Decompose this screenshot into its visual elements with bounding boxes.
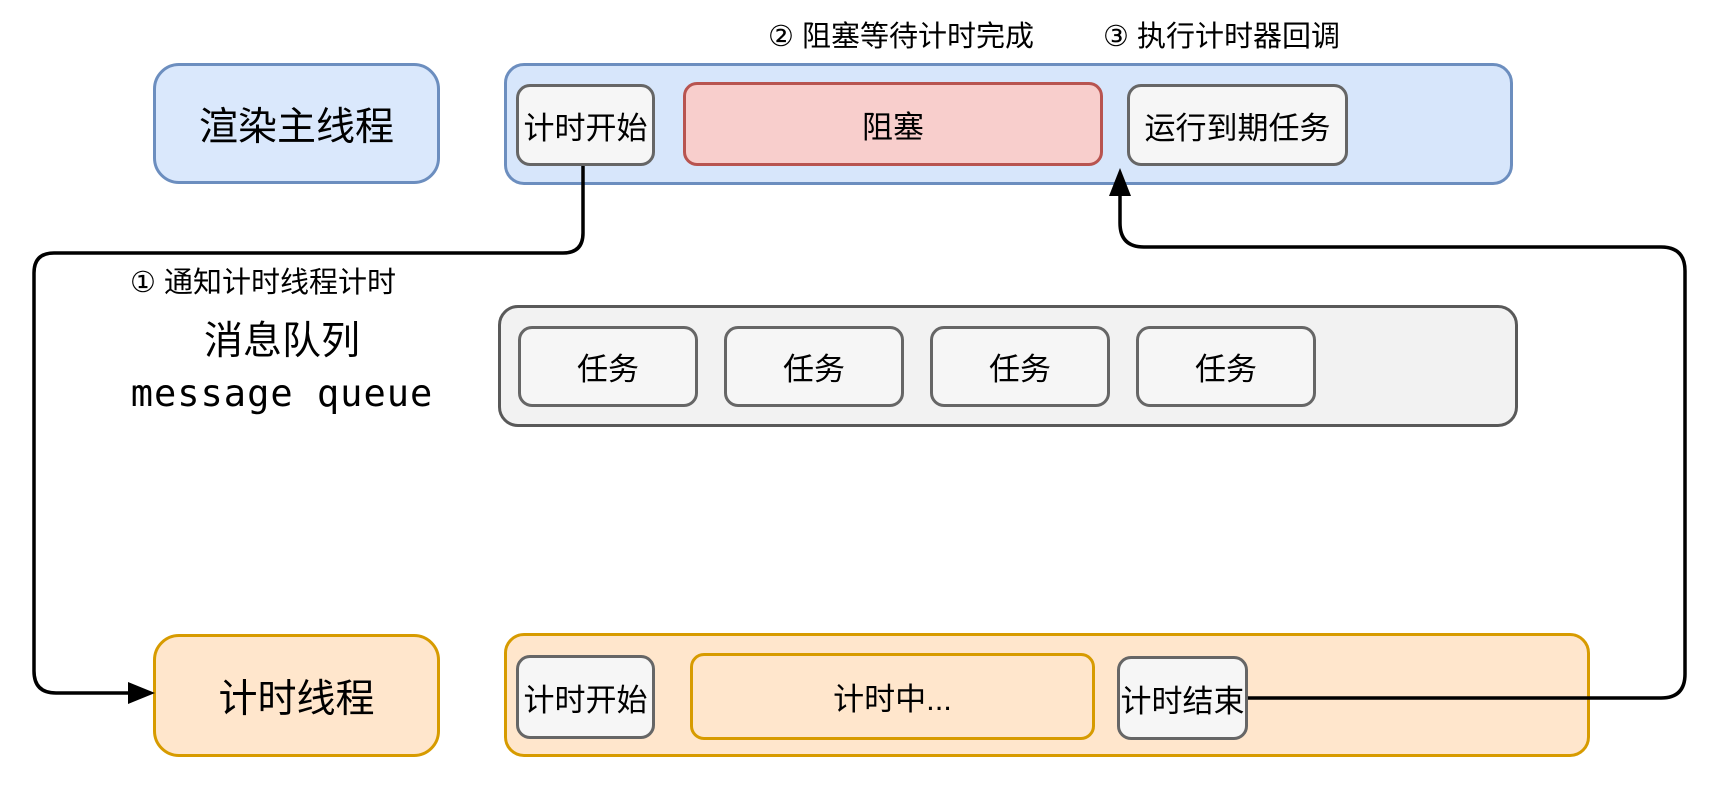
timer-end-chip: 计时结束	[1117, 656, 1248, 740]
task-chip: 任务	[930, 326, 1110, 407]
arrow-notify-timer-thread	[32, 166, 585, 695]
blocked-chip: 阻塞	[683, 82, 1103, 166]
timing-in-progress-chip: 计时中...	[690, 653, 1095, 740]
run-expired-tasks-chip: 运行到期任务	[1127, 84, 1348, 166]
annotation-step3: ③ 执行计时器回调	[1103, 21, 1341, 53]
message-queue-caption: 消息队列 message queue	[92, 316, 472, 420]
arrow-timer-callback	[1118, 194, 1687, 700]
message-queue-label-en: message queue	[130, 372, 434, 415]
task-chip: 任务	[1136, 326, 1316, 407]
task-chip: 任务	[518, 326, 698, 407]
timer-thread-label: 计时线程	[153, 634, 440, 757]
render-timer-start-chip: 计时开始	[516, 84, 655, 166]
message-queue-label-cn: 消息队列	[203, 320, 360, 363]
arrowhead-notify-timer-thread	[128, 682, 155, 704]
task-chip: 任务	[724, 326, 904, 407]
annotation-step1: ① 通知计时线程计时	[130, 267, 397, 299]
render-main-thread-label: 渲染主线程	[153, 63, 440, 184]
timer-thread-start-chip: 计时开始	[516, 655, 655, 739]
annotation-step2: ② 阻塞等待计时完成	[768, 21, 1035, 53]
